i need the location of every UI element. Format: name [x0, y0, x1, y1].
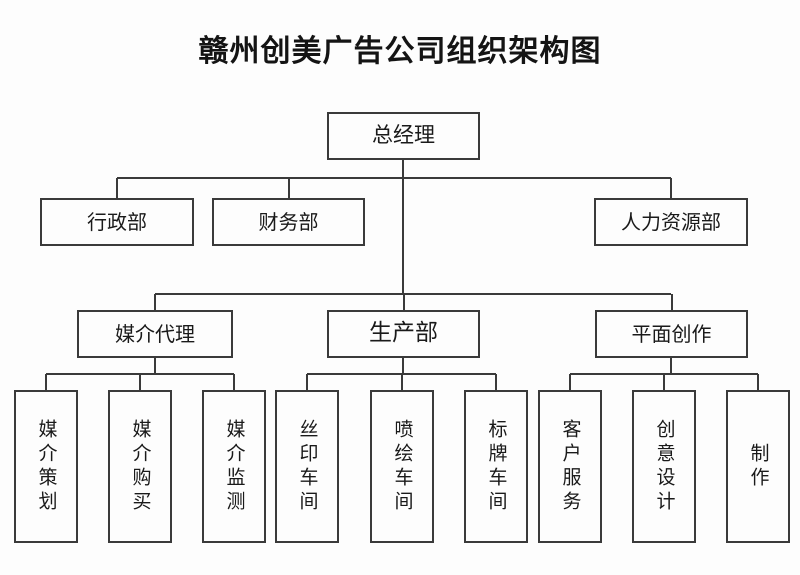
org-node-label: 平面创作: [631, 321, 712, 346]
org-node-label: 财务部: [258, 209, 319, 234]
org-node-l2-2[interactable]: 人力资源部: [594, 198, 748, 246]
org-node-label: 创意设计: [653, 418, 676, 515]
org-node-l4-2[interactable]: 媒介监测: [202, 390, 266, 543]
org-node-label: 丝印车间: [296, 418, 319, 515]
org-node-label: 生产部: [369, 320, 438, 347]
org-node-label: 总经理: [372, 123, 435, 148]
org-node-l4-1[interactable]: 媒介购买: [108, 390, 172, 543]
org-node-l3-1[interactable]: 生产部: [327, 310, 480, 358]
org-node-label: 媒介策划: [35, 418, 58, 515]
org-node-label: 喷绘车间: [391, 418, 414, 515]
org-node-l4-3[interactable]: 丝印车间: [275, 390, 339, 543]
org-node-l4-0[interactable]: 媒介策划: [14, 390, 78, 543]
org-node-l2-0[interactable]: 行政部: [40, 198, 194, 246]
org-node-label: 媒介购买: [129, 418, 152, 515]
org-node-label: 人力资源部: [621, 209, 721, 234]
org-node-root-0[interactable]: 总经理: [327, 112, 480, 160]
org-node-l3-0[interactable]: 媒介代理: [77, 310, 233, 358]
org-node-l4-4[interactable]: 喷绘车间: [370, 390, 434, 543]
org-node-l4-8[interactable]: 制作: [726, 390, 790, 543]
org-node-label: 制作: [747, 442, 770, 491]
org-node-l4-7[interactable]: 创意设计: [632, 390, 696, 543]
org-node-label: 媒介代理: [115, 321, 195, 346]
org-node-label: 客户服务: [559, 418, 582, 515]
org-node-l2-1[interactable]: 财务部: [212, 198, 365, 246]
org-node-label: 标牌车间: [485, 418, 508, 515]
page-title: 赣州创美广告公司组织架构图: [198, 34, 602, 69]
org-node-l4-5[interactable]: 标牌车间: [464, 390, 528, 543]
org-node-label: 媒介监测: [223, 418, 246, 515]
org-node-label: 行政部: [87, 209, 147, 234]
org-node-l3-2[interactable]: 平面创作: [595, 310, 748, 358]
org-node-l4-6[interactable]: 客户服务: [538, 390, 602, 543]
